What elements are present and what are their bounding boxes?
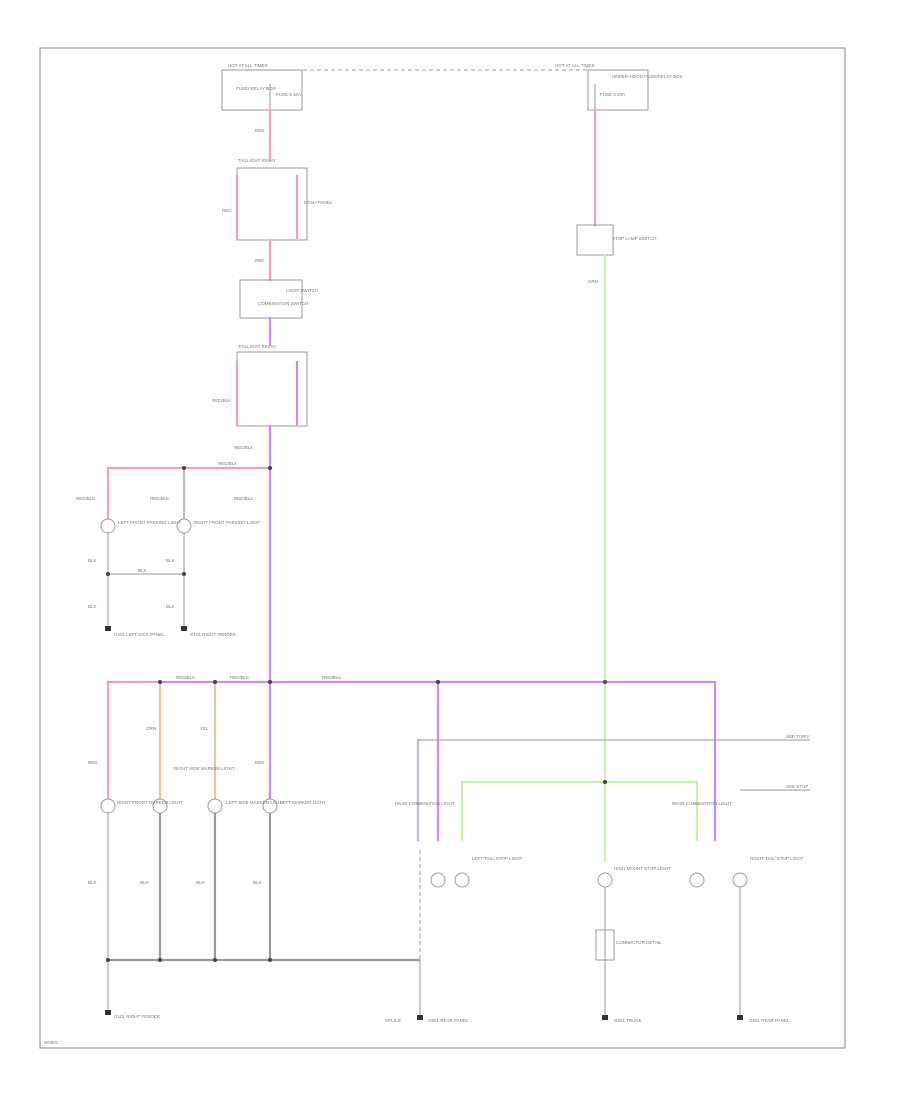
- wire-redbl-1: RED/BLK: [212, 398, 231, 403]
- ref-right-2: SEE STOP: [786, 784, 808, 789]
- stop-switch-section: STOP LAMP SWITCH GRN: [576, 108, 657, 862]
- wire-redbl-5: RED/BLK: [76, 496, 95, 501]
- ground-g7-label: G551 REAR PANEL: [749, 1018, 790, 1023]
- high-mount-stop-bulb: [597, 872, 613, 888]
- marker-lights-section: RED ORN YEL RED RIGHT FRONT MARKER LIGHT…: [88, 680, 420, 1019]
- fuse-left-label: FUSE 5 10A: [276, 92, 301, 97]
- ground-g1-label: G201 LEFT KICK PANEL: [114, 632, 165, 637]
- ground-g3-label: G101 RIGHT FENDER: [114, 1014, 161, 1019]
- wire-blk-7: BLK: [140, 880, 149, 885]
- front-parking-section: RED/BLK RED/BLK RED/BLK LEFT FRONT PARKI…: [76, 461, 272, 637]
- wire-orn: ORN: [146, 726, 156, 731]
- connector-note: CONNECTOR DETAIL: [616, 940, 662, 945]
- stop-switch-label: STOP LAMP SWITCH: [612, 236, 657, 241]
- wire-redbl-7: RED/BLK: [176, 675, 195, 680]
- power-section: HOT AT ALL TIMES HOT AT ALL TIMES FUSE/ …: [221, 63, 683, 111]
- dash-panel-label: DASH PANEL: [304, 200, 333, 205]
- lamp-left-side-label: LEFT SIDE MARKER LIGHT: [226, 800, 284, 805]
- ground-g4: [417, 1015, 423, 1020]
- high-mount-connector: [595, 929, 615, 961]
- main-bus: RED/BLK RED/BLK RED/BLK: [106, 675, 717, 684]
- right-tail-bulb-1: [689, 872, 705, 888]
- wire-blk-9: BLK: [253, 880, 262, 885]
- left-side-marker-bulb: [207, 798, 223, 814]
- bus-label-2: RED/BLK: [230, 675, 249, 680]
- wire-blk-6: BLK: [88, 880, 97, 885]
- ground-g6: [737, 1015, 743, 1020]
- rear-combo-right-label: REAR COMBINATION LIGHT: [672, 801, 732, 806]
- lamp-right-front-label: RIGHT FRONT PARKING LIGHT: [194, 520, 261, 525]
- wire-blk-3: BLK: [138, 568, 147, 573]
- relay-upper-label: TAILLIGHT RELAY: [238, 158, 276, 163]
- ground-g2-label: G101 RIGHT FENDER: [190, 632, 237, 637]
- wire-red-3: RED: [255, 258, 265, 263]
- wire-blk-8: BLK: [196, 880, 205, 885]
- ground-g1: [105, 626, 111, 631]
- lamp-left-rear-label: LEFT TAIL/ STOP LIGHT: [472, 856, 523, 861]
- figure-code: W0001: [44, 1040, 59, 1045]
- lamp-right-side-label: RIGHT SIDE MARKER LIGHT: [174, 766, 235, 771]
- spliced-label: SPLICE: [385, 1018, 401, 1023]
- light-switch-label: LIGHT SWITCH: [286, 288, 318, 293]
- wire-redbl-4: RED/BLK: [218, 461, 237, 466]
- wire-blk-1: BLK: [88, 558, 97, 563]
- left-tail-bulb-1: [430, 872, 446, 888]
- wire-blk-2: BLK: [166, 558, 175, 563]
- wire-grn-1: GRN: [588, 279, 598, 284]
- ground-g3: [105, 1010, 111, 1015]
- wire-blk-5: BLK: [166, 604, 175, 609]
- ground-g4-label: G551 REAR PANEL: [428, 1018, 469, 1023]
- left-front-parking-bulb: [100, 518, 116, 534]
- lamp-right-rear-label: RIGHT TAIL/ STOP LIGHT: [750, 856, 804, 861]
- wire-redbl-2: RED/BLK: [234, 445, 253, 450]
- junction-dots: [106, 466, 607, 962]
- hot-label-right: HOT AT ALL TIMES: [555, 63, 595, 68]
- wire-redbl-3: RED/BLK: [234, 496, 253, 501]
- fuse-box-left-label: FUSE/ RELAY BOX: [236, 86, 276, 91]
- wire-red-4: RED: [88, 760, 98, 765]
- ref-right-1: SEE TURN: [786, 734, 809, 739]
- wire-red-2: RED: [222, 208, 232, 213]
- rear-lights-section: SEE TURN SEE STOP REAR COMBINATION LIGHT…: [385, 680, 810, 1023]
- combination-switch-label: COMBINATION SWITCH: [258, 301, 308, 306]
- wire-red-5: RED: [255, 760, 265, 765]
- light-switch-box: [239, 279, 303, 319]
- hot-label-left: HOT AT ALL TIMES: [228, 63, 268, 68]
- left-tail-bulb-2: [454, 872, 470, 888]
- wire-yel: YEL: [200, 726, 209, 731]
- rear-combo-left-label: REAR COMBINATION LIGHT: [395, 801, 455, 806]
- lamp-right-marker-label: RIGHT FRONT MARKER LIGHT: [117, 800, 183, 805]
- lamp-left-marker-label: LEFT MARKER LIGHT: [280, 800, 326, 805]
- stop-lamp-switch-box: [576, 224, 614, 256]
- diagram-border: [39, 47, 846, 1049]
- wire-redbl-6: RED/BLK: [150, 496, 169, 501]
- relay-lower-label: TAILLIGHT RELAY: [238, 344, 276, 349]
- ground-g2: [181, 626, 187, 631]
- ground-g5-label: G551 TRUNK: [614, 1018, 642, 1023]
- wire-red-1: RED: [255, 128, 265, 133]
- lamp-left-front-label: LEFT FRONT PARKING LIGHT: [118, 520, 182, 525]
- lamp-high-mount-label: HIGH MOUNT STOP LIGHT: [614, 866, 671, 871]
- wire-blk-4: BLK: [88, 604, 97, 609]
- left-switch-chain: RED TAILLIGHT RELAY RED DASH PANEL RED L…: [212, 108, 333, 682]
- fuse-right-label: FUSE 3 20A: [600, 92, 625, 97]
- ground-g5: [602, 1015, 608, 1020]
- right-tail-bulb-2: [732, 872, 748, 888]
- bus-label-3: RED/BLK: [322, 675, 341, 680]
- fuse-box-right-label: UNDER-HOOD FUSE/RELAY BOX: [612, 74, 683, 79]
- right-front-marker-bulb: [100, 798, 116, 814]
